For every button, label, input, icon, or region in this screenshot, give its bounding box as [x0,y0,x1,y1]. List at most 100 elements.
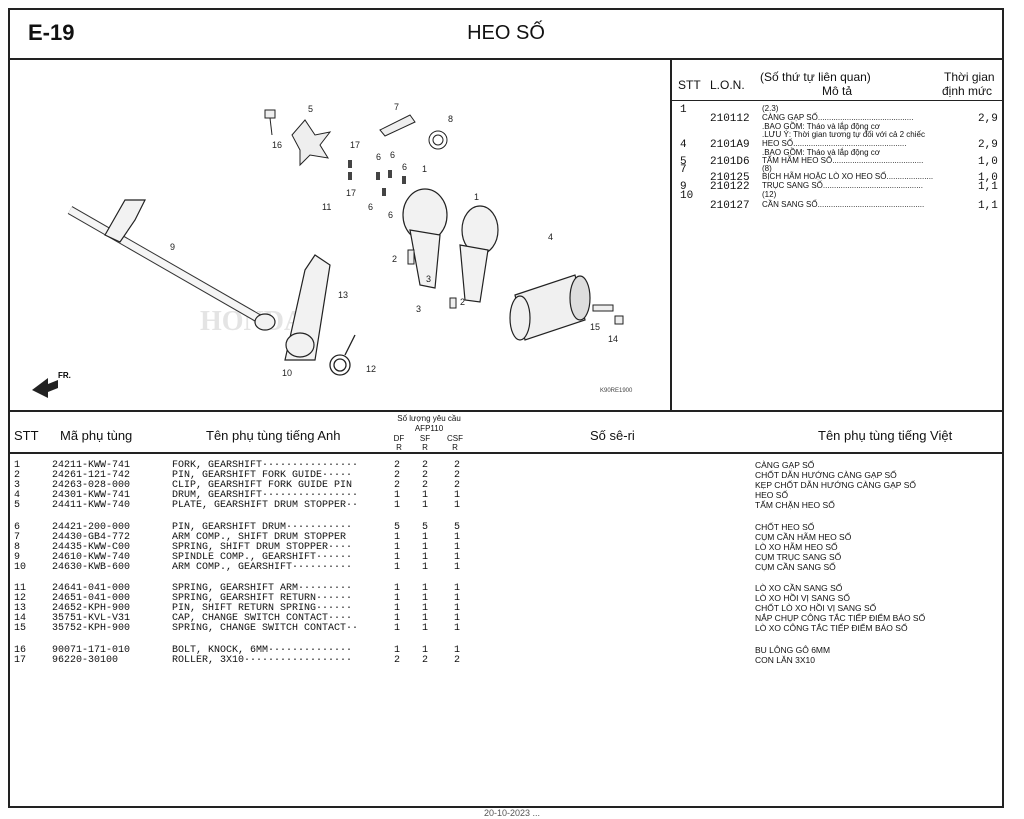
cell-qty-df: 1 [394,541,401,553]
cell-name-en: SPINDLE COMP., GEARSHIFT······ [172,551,353,563]
labor-col-desc-2: Mô tả [822,84,853,98]
cell-qty-csf: 5 [454,521,461,533]
labor-col-time-1: Thời gian [944,70,995,84]
qty-col: DF R [393,434,405,452]
shift-fork-icon [402,188,499,303]
callout: 6 [368,202,373,212]
cell-qty-df: 1 [394,551,401,563]
cell-name-en: PLATE, GEARSHIFT DRUM STOPPER·· [172,500,359,512]
cell-qty-sf: 1 [422,541,429,553]
callout: 3 [426,274,431,284]
cell-name-vn: LÒ XO CẦN SANG SỐ [755,583,843,593]
col-serial: Số sê-ri [590,428,635,443]
cell-part-no: 24651-041-000 [52,593,131,605]
model-code: AFP110 [414,424,444,433]
cell-qty-sf: 1 [422,531,429,543]
labor-time: 1,0 [978,172,998,184]
cell-name-en: DRUM, GEARSHIFT················ [172,490,359,502]
cell-part-no: 24652-KPH-900 [52,603,131,615]
cell-name-vn: CHỐT HEO SỐ [755,521,815,532]
labor-time: 1,1 [978,181,998,193]
direction-arrow-icon: FR. [32,371,71,398]
callout: 14 [608,334,618,344]
cell-stt: 15 [14,623,27,635]
cell-qty-sf: 1 [422,593,429,605]
cell-name-en: PIN, GEARSHIFT DRUM··········· [172,521,353,533]
cell-stt: 4 [14,490,21,502]
cell-qty-df: 5 [394,521,401,533]
cell-name-en: SPRING, SHIFT DRUM STOPPER···· [172,541,353,553]
table-row: 7 24430-GB4-772 ARM COMP., SHIFT DRUM STOP… [10,532,1000,544]
callout: 6 [388,210,393,220]
labor-desc: CẦN SANG SỐ.............................… [762,200,925,209]
cell-qty-df: 1 [394,583,401,594]
callout: 3 [416,304,421,314]
cell-name-en: ARM COMP., GEARSHIFT·········· [172,561,353,573]
cell-qty-csf: 1 [454,603,461,615]
cell-qty-sf: 1 [422,613,429,625]
cell-part-no: 24630-KWB-600 [52,561,131,573]
callout: 6 [390,150,395,160]
cell-stt: 1 [14,460,21,471]
cell-qty-csf: 2 [454,480,461,492]
cell-qty-df: 1 [394,613,401,625]
cell-qty-sf: 2 [422,460,429,471]
callout: 6 [376,152,381,162]
cell-part-no: 24411-KWW-740 [52,500,131,512]
cell-name-vn: NẮP CHỤP CÔNG TẮC TIẾP ĐIỂM BÁO SỐ [755,613,926,624]
labor-stt: 1 [680,104,687,116]
labor-stt: 7 [680,164,687,176]
cell-name-en: SPRING, CHANGE SWITCH CONTACT·· [172,623,359,635]
cell-qty-sf: 1 [422,644,429,656]
cell-part-no: 24430-GB4-772 [52,531,131,543]
labor-col-stt: STT [678,78,701,92]
cell-name-en: PIN, GEARSHIFT FORK GUIDE····· [172,470,353,482]
cell-stt: 7 [14,531,21,543]
callout: 5 [308,104,313,114]
qty-col: CSF R [447,434,463,452]
cell-name-en: SPRING, GEARSHIFT ARM········· [172,583,353,594]
cell-qty-csf: 1 [454,593,461,605]
cell-name-en: CLIP, GEARSHIFT FORK GUIDE PIN [172,480,353,492]
cell-name-en: CAP, CHANGE SWITCH CONTACT···· [172,613,353,625]
qty-col: SF R [419,434,431,452]
cell-qty-csf: 2 [454,470,461,482]
cell-name-vn: HEO SỐ [755,490,789,501]
labor-lon: 210125 [710,172,750,184]
gearshift-arm-icon [284,254,331,361]
cell-stt: 11 [14,583,27,594]
title-bar: E-19 HEO SỐ [10,10,1002,60]
callout: 4 [548,232,553,242]
cell-qty-sf: 1 [422,551,429,563]
cell-qty-sf: 2 [422,654,429,666]
cell-name-en: ARM COMP., SHIFT DRUM STOPPER [172,531,347,543]
callout: 17 [350,140,360,150]
cell-part-no: 96220-30100 [52,654,119,666]
col-name-vn: Tên phụ tùng tiếng Việt [818,428,953,443]
cell-qty-df: 1 [394,593,401,605]
labor-lon: 210127 [710,200,750,212]
stopper-plate-icon [291,119,332,167]
cell-qty-df: 1 [394,500,401,512]
callout: 8 [448,114,453,124]
cell-part-no: 24263-028-000 [52,480,131,492]
callout: 1 [422,164,427,174]
cell-qty-df: 1 [394,623,401,635]
cell-qty-csf: 2 [454,654,461,666]
page-title: HEO SỐ [467,22,545,44]
cell-name-vn: CHỐT DẪN HƯỚNG CÀNG GẠP SỐ [755,470,897,481]
cell-qty-sf: 1 [422,490,429,502]
cell-part-no: 24211-KWW-741 [52,460,131,471]
page-frame: E-19 HEO SỐ HONDA [8,8,1004,808]
cell-stt: 2 [14,470,21,482]
cell-name-vn: CỤM CẦN SANG SỐ [755,561,836,572]
labor-desc: (8) [762,164,772,173]
gearshift-spindle-icon [67,199,276,331]
